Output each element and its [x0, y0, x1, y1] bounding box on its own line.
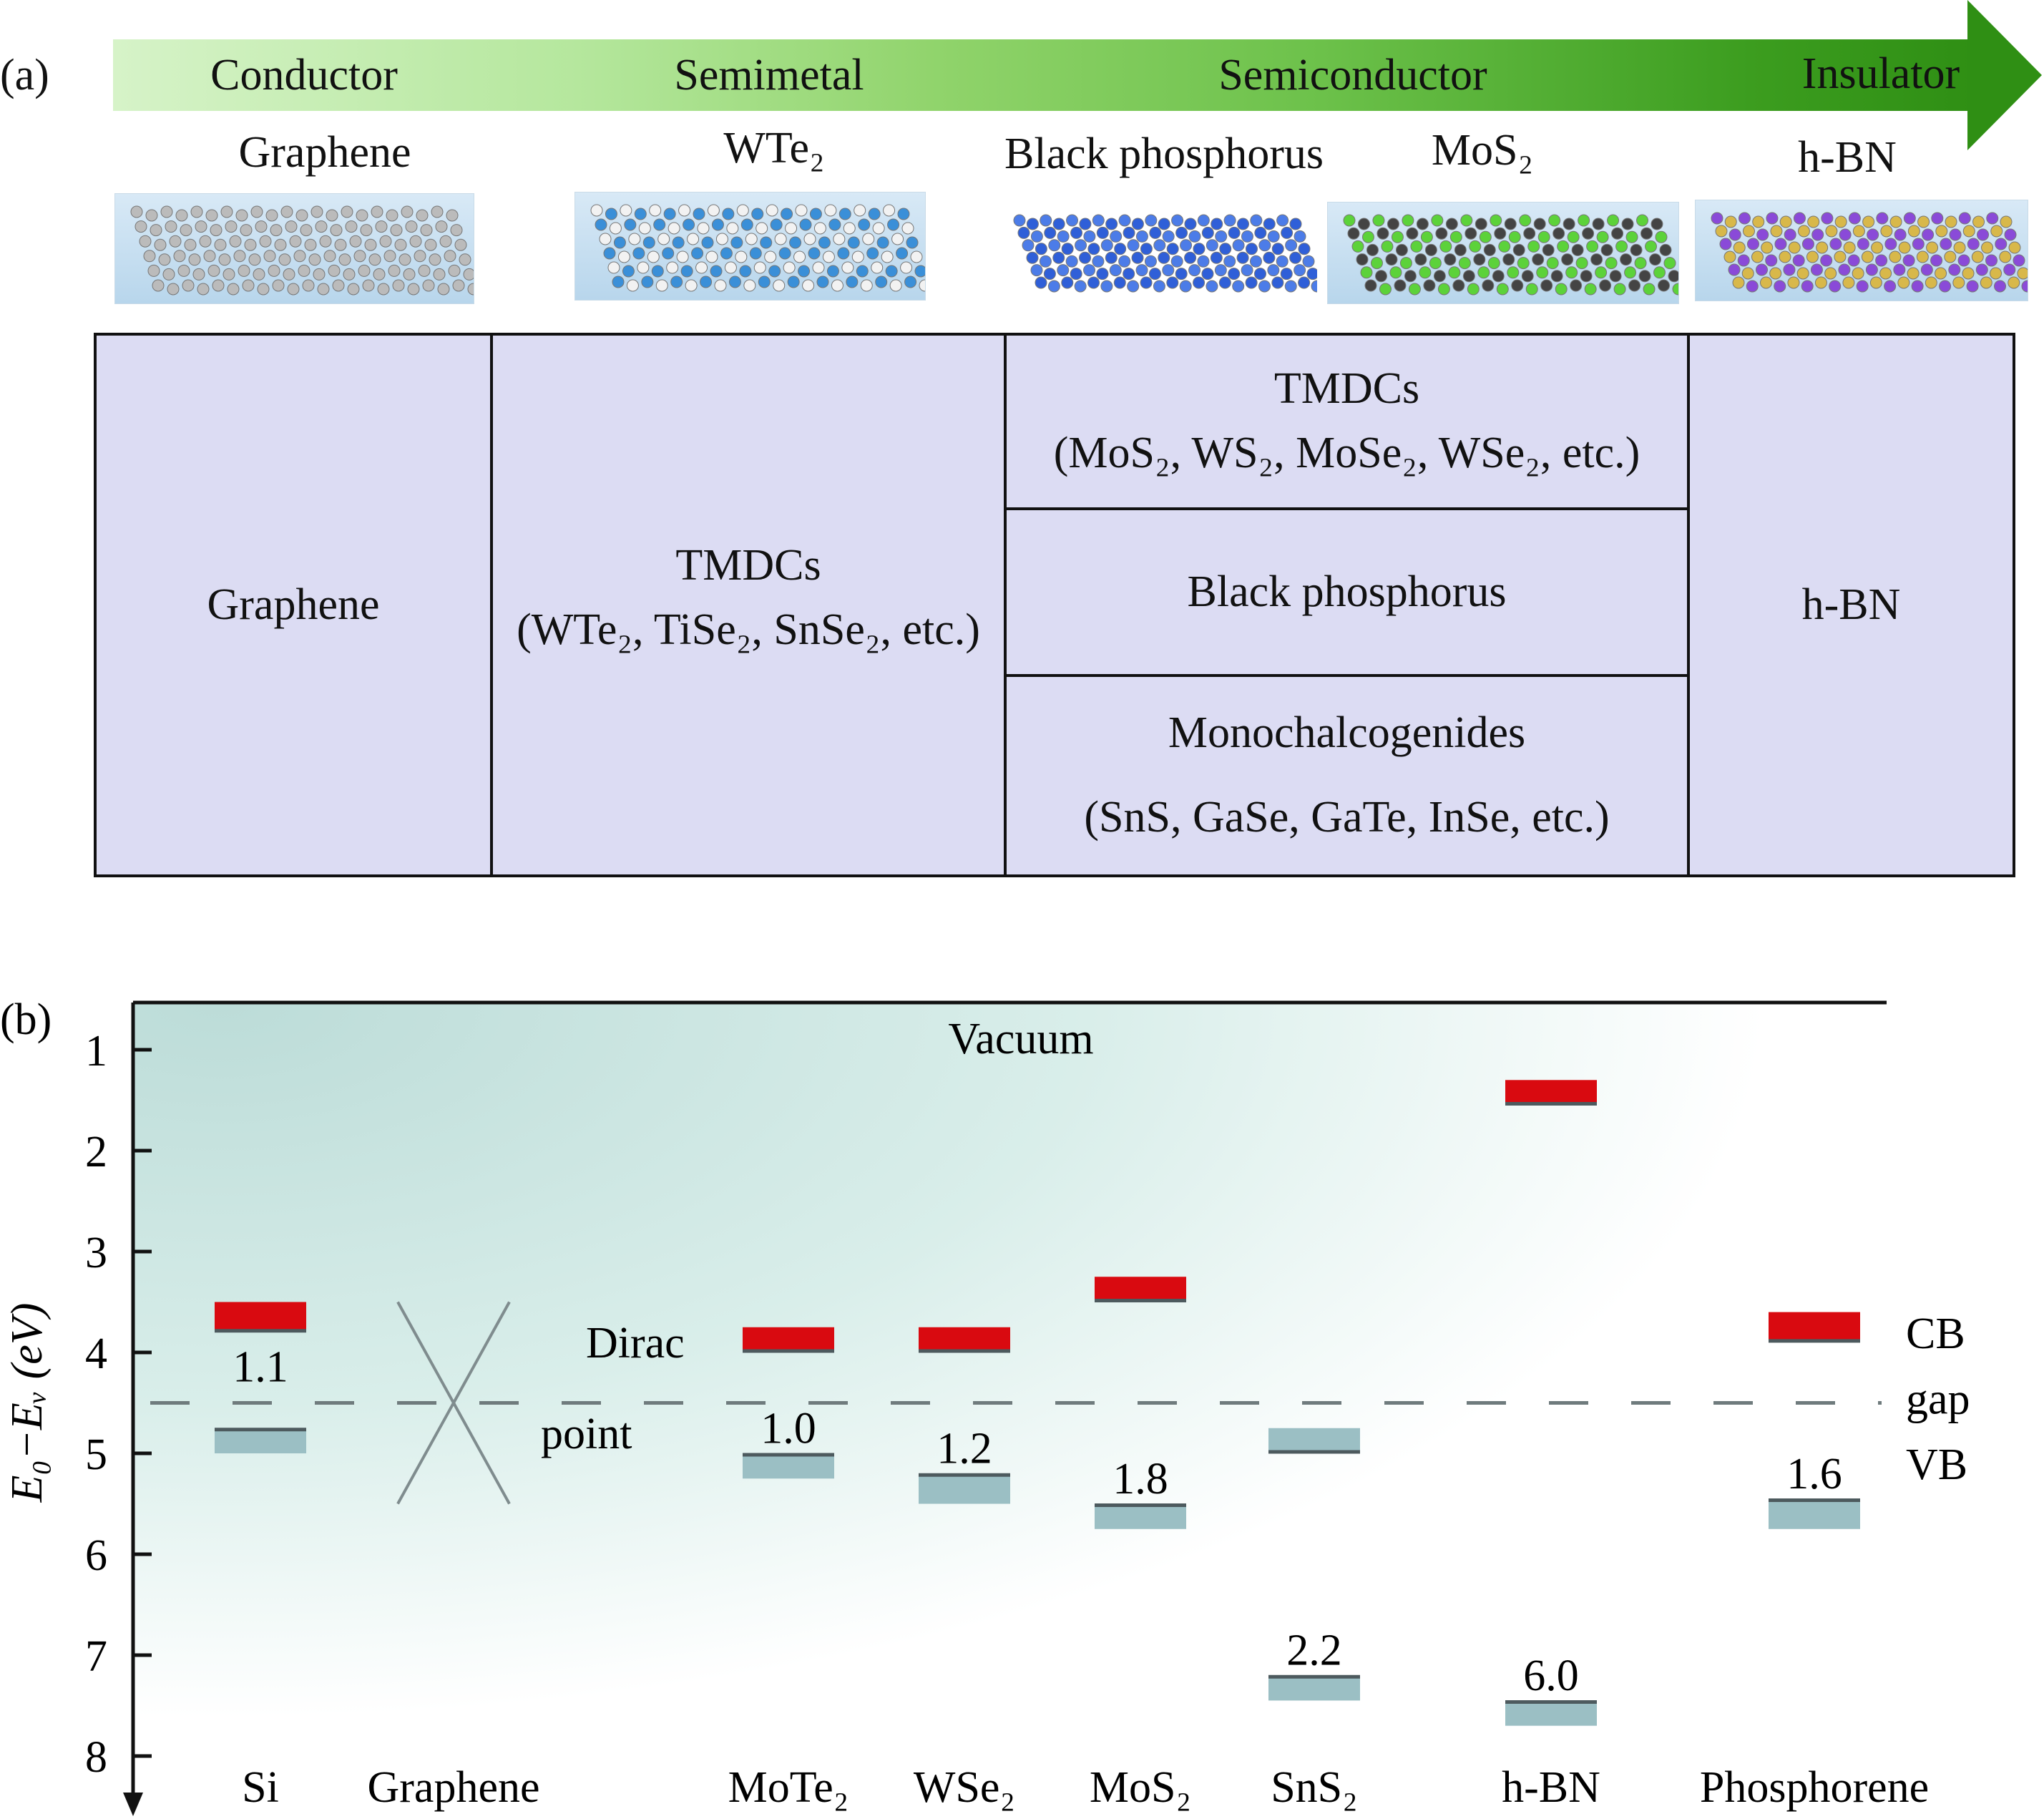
category-conductor: Conductor — [210, 51, 398, 99]
y-tick-label: 4 — [85, 1330, 107, 1378]
cell-semimetal-tmdcs: TMDCs (WTe₂, TiSe₂, SnSe₂, etc.) — [517, 540, 980, 654]
valence-band-bar — [1769, 1498, 1860, 1529]
y-axis-arrow-icon — [123, 1793, 143, 1816]
panel-b-label: (b) — [0, 995, 52, 1044]
material-black-phosphorus: Black phosphorus — [1004, 130, 1324, 178]
material-label: Phosphorene — [1700, 1763, 1929, 1812]
y-tick-label: 2 — [85, 1128, 107, 1176]
plot-background — [135, 1003, 1887, 1815]
band-gap-label: 1.0 — [761, 1404, 816, 1453]
vacuum-label: Vacuum — [948, 1015, 1093, 1063]
wte2-structure-image — [574, 192, 926, 301]
y-tick-label: 1 — [85, 1027, 107, 1076]
category-semiconductor: Semiconductor — [1218, 51, 1487, 99]
valence-band-bar — [743, 1453, 834, 1479]
y-tick-label: 6 — [85, 1531, 107, 1580]
dirac-cone-line — [396, 1301, 511, 1505]
material-label: Graphene — [368, 1763, 540, 1812]
arrow-head-icon — [1967, 0, 2042, 150]
graphene-structure-image — [114, 193, 474, 304]
cell-black-phosphorus: Black phosphorus — [1187, 567, 1507, 616]
material-wte2: WTe₂ — [723, 124, 825, 172]
valence-band-bar — [1268, 1675, 1360, 1701]
band-gap-label: 1.6 — [1786, 1450, 1842, 1498]
panel-a-label: (a) — [0, 51, 49, 99]
material-mos2: MoS₂ — [1431, 126, 1534, 175]
conduction-band-bar — [1505, 1080, 1597, 1106]
material-hbn: h-BN — [1798, 133, 1897, 182]
material-label: Si — [242, 1763, 279, 1812]
material-graphene: Graphene — [238, 128, 411, 177]
legend-vb: VB — [1906, 1440, 1967, 1489]
category-insulator: Insulator — [1801, 49, 1960, 98]
legend-gap: gap — [1906, 1375, 1970, 1423]
y-tick-label: 5 — [85, 1430, 107, 1479]
material-label: MoS₂ — [1090, 1763, 1191, 1812]
material-label: WSe₂ — [914, 1763, 1015, 1812]
conduction-band-bar — [1095, 1277, 1186, 1302]
cell-graphene: Graphene — [207, 580, 380, 629]
conduction-band-bar — [743, 1327, 834, 1352]
valence-band-bar — [1505, 1700, 1597, 1726]
valence-band-bar — [1095, 1503, 1186, 1529]
cell-monochalcogenides: Monochalcogenides (SnS, GaSe, GaTe, InSe… — [1084, 708, 1610, 842]
conduction-band-bar — [1268, 1428, 1360, 1453]
valence-band-bar — [919, 1473, 1010, 1504]
category-semimetal: Semimetal — [674, 51, 864, 99]
material-label: h-BN — [1502, 1763, 1600, 1812]
conductivity-arrow — [113, 39, 1973, 111]
dirac-label: point — [541, 1410, 632, 1458]
band-gap-label: 1.1 — [233, 1342, 288, 1391]
band-alignment-chart: (b) Vacuum E₀−Eᵥ (eV) 1 2 3 4 5 6 7 8 Si 1.1Grap… — [0, 995, 1970, 1816]
band-gap-label: 1.8 — [1113, 1455, 1168, 1503]
band-gap-label: 1.2 — [937, 1425, 992, 1473]
legend-cb: CB — [1906, 1310, 1965, 1358]
conduction-band-bar — [215, 1302, 306, 1332]
band-gap-label: 6.0 — [1523, 1652, 1579, 1700]
cell-hbn: h-BN — [1801, 580, 1901, 629]
mos2-structure-image — [1327, 202, 1679, 304]
dirac-label: Dirac — [586, 1319, 685, 1367]
y-tick-label: 8 — [85, 1733, 107, 1782]
hbn-structure-image — [1695, 200, 2028, 301]
y-tick-label: 7 — [85, 1632, 107, 1681]
black-phosphorus-structure-image — [997, 202, 1318, 301]
valence-band-bar — [215, 1428, 306, 1453]
y-axis-label: E₀−Eᵥ (eV) — [3, 1303, 52, 1503]
cell-semiconductor-tmdcs: TMDCs (MoS₂, WS₂, MoSe₂, WSe₂, etc.) — [1053, 364, 1640, 477]
material-label: SnS₂ — [1271, 1763, 1358, 1812]
material-label: MoTe₂ — [728, 1763, 849, 1812]
y-tick-label: 3 — [85, 1229, 107, 1277]
conduction-band-bar — [919, 1327, 1010, 1352]
band-gap-label: 2.2 — [1286, 1627, 1342, 1675]
conduction-band-bar — [1769, 1312, 1860, 1342]
materials-table: Graphene TMDCs (WTe₂, TiSe₂, SnSe₂, etc.… — [94, 333, 2015, 877]
